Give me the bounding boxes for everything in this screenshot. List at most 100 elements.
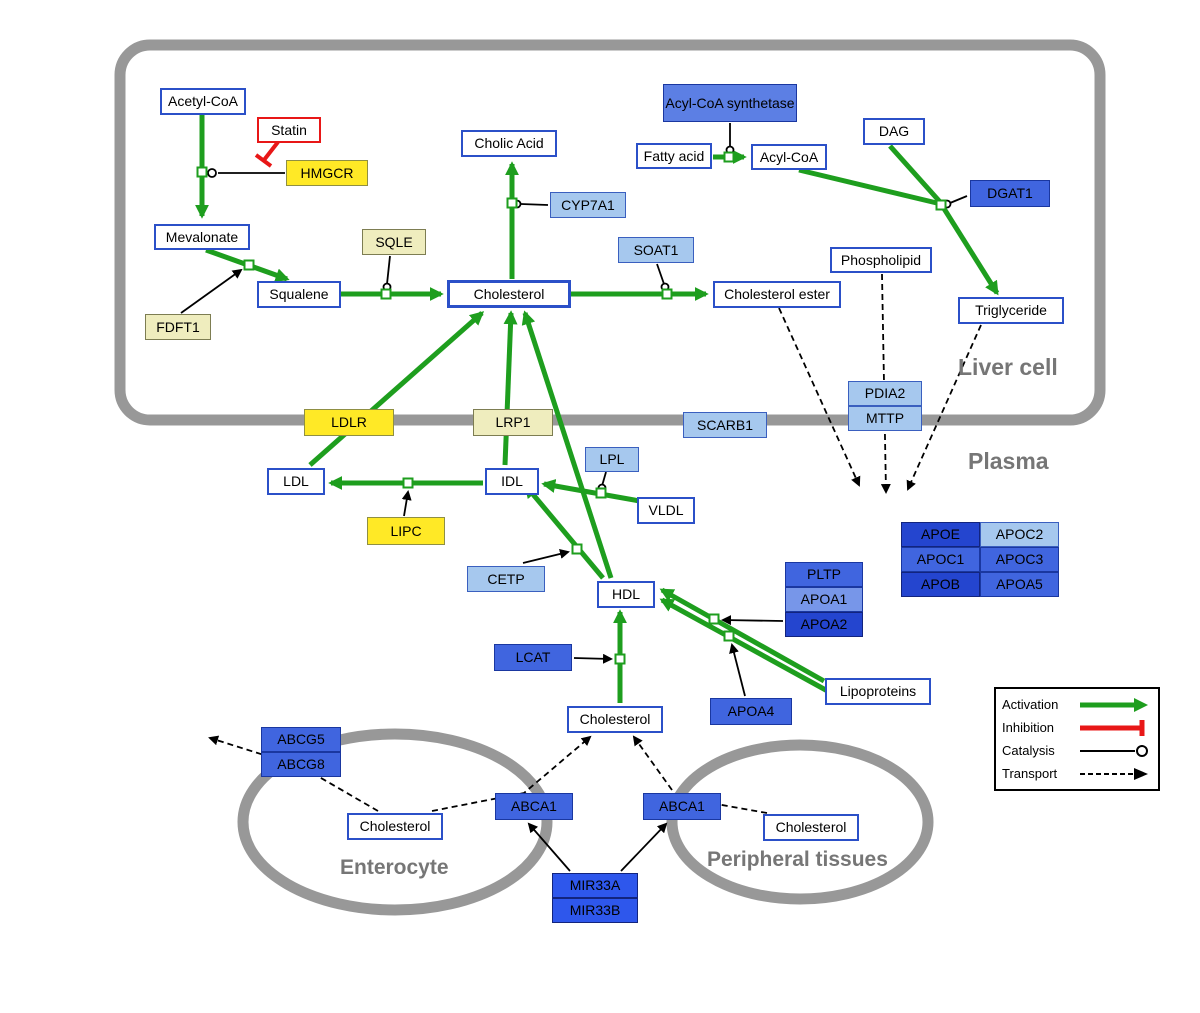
anchor-square: [935, 199, 947, 211]
node-ldl[interactable]: LDL: [267, 468, 325, 495]
anchor-square: [402, 477, 414, 489]
node-pltp[interactable]: PLTP: [785, 562, 863, 587]
catalysis-circle-symbol: [1080, 744, 1148, 757]
node-lpl[interactable]: LPL: [585, 447, 639, 472]
node-cyp7a1[interactable]: CYP7A1: [550, 192, 626, 218]
node-squalene[interactable]: Squalene: [257, 281, 341, 308]
activation-arrow-symbol: [1080, 697, 1148, 712]
edge-idl-lrp1-cholesterol: [502, 310, 518, 466]
node-mttp[interactable]: MTTP: [848, 406, 922, 431]
node-apoa2[interactable]: APOA2: [785, 612, 863, 637]
node-apoc3[interactable]: APOC3: [980, 547, 1059, 572]
node-phospholipid[interactable]: Phospholipid: [830, 247, 932, 273]
edge-lipoproteins-hdl-1: [659, 587, 826, 684]
legend: Activation Inhibition Catalysis Transpor…: [994, 687, 1160, 791]
node-mevalonate[interactable]: Mevalonate: [154, 224, 250, 250]
node-apoc1[interactable]: APOC1: [901, 547, 980, 572]
catalysis-apoa-group: [721, 615, 784, 626]
node-idl[interactable]: IDL: [485, 468, 539, 495]
liver-cell-outline: [114, 39, 1106, 426]
liver-cell-label: Liver cell: [958, 354, 1058, 380]
node-acyl-coa-synthetase[interactable]: Acyl-CoA synthetase: [663, 84, 797, 122]
node-cholesterol-enterocyte[interactable]: Cholesterol: [347, 813, 443, 840]
node-apoe[interactable]: APOE: [901, 522, 980, 547]
anchor-square: [380, 288, 392, 300]
node-acyl-coa[interactable]: Acyl-CoA: [751, 144, 827, 170]
node-cholesterol-peripheral[interactable]: Cholesterol: [763, 814, 859, 841]
node-fatty-acid[interactable]: Fatty acid: [636, 143, 712, 169]
enterocyte-label: Enterocyte: [340, 856, 449, 879]
edge-lipoproteins-hdl-2: [659, 597, 835, 697]
anchor-square: [595, 487, 607, 499]
node-soat1[interactable]: SOAT1: [618, 237, 694, 263]
node-cholesterol-ester[interactable]: Cholesterol ester: [713, 281, 841, 308]
node-mir33b[interactable]: MIR33B: [552, 898, 638, 923]
inhibition-tbar-symbol: [1080, 719, 1145, 736]
node-cholic-acid[interactable]: Cholic Acid: [461, 130, 557, 157]
node-lcat[interactable]: LCAT: [494, 644, 572, 671]
transport-enterocyte-abcg: [208, 735, 379, 812]
legend-row-activation: Activation: [1002, 695, 1152, 715]
catalysis-apoa4: [729, 643, 746, 697]
anchor-square: [243, 259, 255, 271]
node-vldl[interactable]: VLDL: [637, 497, 695, 524]
catalysis-lcat: [573, 653, 613, 664]
enterocyte-outline: [237, 728, 553, 916]
node-statin[interactable]: Statin: [257, 117, 321, 143]
node-apob[interactable]: APOB: [901, 572, 980, 597]
node-dag[interactable]: DAG: [863, 118, 925, 145]
node-dgat1[interactable]: DGAT1: [970, 180, 1050, 207]
legend-row-catalysis: Catalysis: [1002, 741, 1152, 761]
edge-hdl-cholesterol: [521, 310, 614, 579]
anchor-square: [506, 197, 518, 209]
transport-dashed-arrow-symbol: [1080, 767, 1148, 780]
node-abca1-peripheral[interactable]: ABCA1: [643, 793, 721, 820]
legend-row-inhibition: Inhibition: [1002, 718, 1152, 738]
anchor-square: [723, 630, 735, 642]
catalysis-cyp7a1: [520, 203, 549, 206]
node-apoa5[interactable]: APOA5: [980, 572, 1059, 597]
node-apoa1[interactable]: APOA1: [785, 587, 863, 612]
node-ldlr[interactable]: LDLR: [304, 409, 394, 436]
node-pdia2[interactable]: PDIA2: [848, 381, 922, 406]
node-lipoproteins[interactable]: Lipoproteins: [825, 678, 931, 705]
node-scarb1[interactable]: SCARB1: [683, 412, 767, 438]
anchor-square: [708, 613, 720, 625]
anchor-square: [614, 653, 626, 665]
node-abcg5[interactable]: ABCG5: [261, 727, 341, 752]
inhibition-statin-hmgcr: [262, 140, 280, 162]
node-abca1-enterocyte[interactable]: ABCA1: [495, 793, 573, 820]
node-fdft1[interactable]: FDFT1: [145, 314, 211, 340]
node-abcg8[interactable]: ABCG8: [261, 752, 341, 777]
catalysis-circle-hmgcr: [207, 168, 217, 178]
regulation-mir33a-abca1: [527, 822, 571, 872]
catalysis-soat1: [656, 263, 665, 285]
catalysis-lipc: [401, 490, 412, 517]
anchor-square: [661, 288, 673, 300]
node-apoa4[interactable]: APOA4: [710, 698, 792, 725]
edge-acylcoa-junction: [798, 167, 942, 207]
node-cholesterol-plasma[interactable]: Cholesterol: [567, 706, 663, 733]
node-cholesterol-liver[interactable]: Cholesterol: [447, 280, 571, 308]
regulation-mir33b-abca1: [620, 822, 668, 872]
inhibition-statin-tbar: [254, 153, 273, 168]
node-lrp1[interactable]: LRP1: [473, 409, 553, 436]
catalysis-fdft1: [180, 268, 243, 314]
catalysis-dgat1: [949, 195, 968, 204]
node-triglyceride[interactable]: Triglyceride: [958, 297, 1064, 324]
node-apoc2[interactable]: APOC2: [980, 522, 1059, 547]
edge-ldl-ldlr-cholesterol: [308, 311, 485, 467]
node-sqle[interactable]: SQLE: [362, 229, 426, 255]
plasma-label: Plasma: [968, 448, 1049, 474]
node-acetyl-coa[interactable]: Acetyl-CoA: [160, 88, 246, 115]
node-hmgcr[interactable]: HMGCR: [286, 160, 368, 186]
legend-transport-label: Transport: [1002, 766, 1058, 781]
node-hdl[interactable]: HDL: [597, 581, 655, 608]
catalysis-sqle: [386, 255, 391, 285]
node-cetp[interactable]: CETP: [467, 566, 545, 592]
anchor-square: [723, 151, 735, 163]
node-mir33a[interactable]: MIR33A: [552, 873, 638, 898]
anchor-square: [571, 543, 583, 555]
node-lipc[interactable]: LIPC: [367, 517, 445, 545]
